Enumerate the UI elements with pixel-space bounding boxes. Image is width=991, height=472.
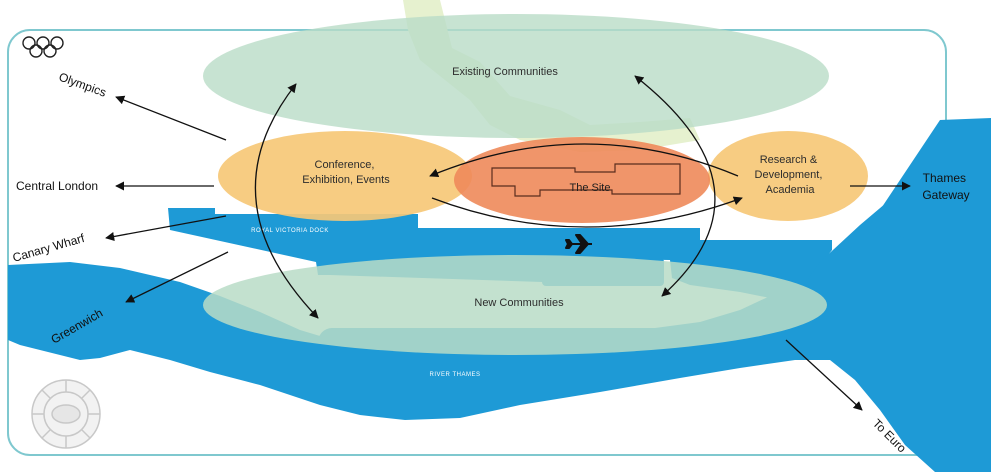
- greenwich-arrow: [125, 251, 229, 303]
- flow-arc-right: [634, 75, 716, 297]
- airplane-icon: [565, 234, 592, 254]
- conference-zone: [218, 131, 472, 221]
- site-label: The Site: [570, 182, 611, 194]
- research-label: Research & Development, Academia: [755, 154, 826, 196]
- new-communities-label: New Communities: [474, 297, 564, 309]
- research-label-line-1: Research &: [760, 154, 818, 166]
- thames-gateway-label: Thames Gateway: [922, 171, 969, 202]
- river-thames-label: RIVER THAMES: [430, 372, 481, 378]
- thames-gateway-channel: [870, 118, 991, 300]
- olympics-label: Olympics: [57, 70, 108, 100]
- conference-label: Conference, Exhibition, Events: [302, 159, 390, 186]
- research-label-line-3: Academia: [766, 184, 816, 196]
- olympics-arrow: [115, 95, 227, 141]
- thames-gateway-label-line-1: Thames: [923, 171, 966, 185]
- existing-communities-label: Existing Communities: [452, 66, 558, 78]
- research-label-line-2: Development,: [755, 169, 823, 181]
- olympic-rings-icon: [22, 36, 64, 58]
- site-outline: [491, 163, 681, 197]
- central-london-label: Central London: [16, 179, 98, 193]
- canary-wharf-arrow: [105, 215, 227, 241]
- to-europe-arrow: [785, 339, 863, 411]
- canary-wharf-label: Canary Wharf: [11, 231, 87, 265]
- stadium-icon: [31, 379, 101, 449]
- conference-label-line-2: Exhibition, Events: [302, 174, 390, 186]
- flow-arc-left: [254, 83, 319, 319]
- thames-gateway-label-line-2: Gateway: [922, 188, 969, 202]
- existing-communities-zone: [203, 14, 829, 138]
- conference-label-line-1: Conference,: [315, 159, 375, 171]
- flow-arrow-lower: [431, 196, 743, 228]
- research-zone: [708, 131, 868, 221]
- flow-arrow-upper: [429, 143, 739, 178]
